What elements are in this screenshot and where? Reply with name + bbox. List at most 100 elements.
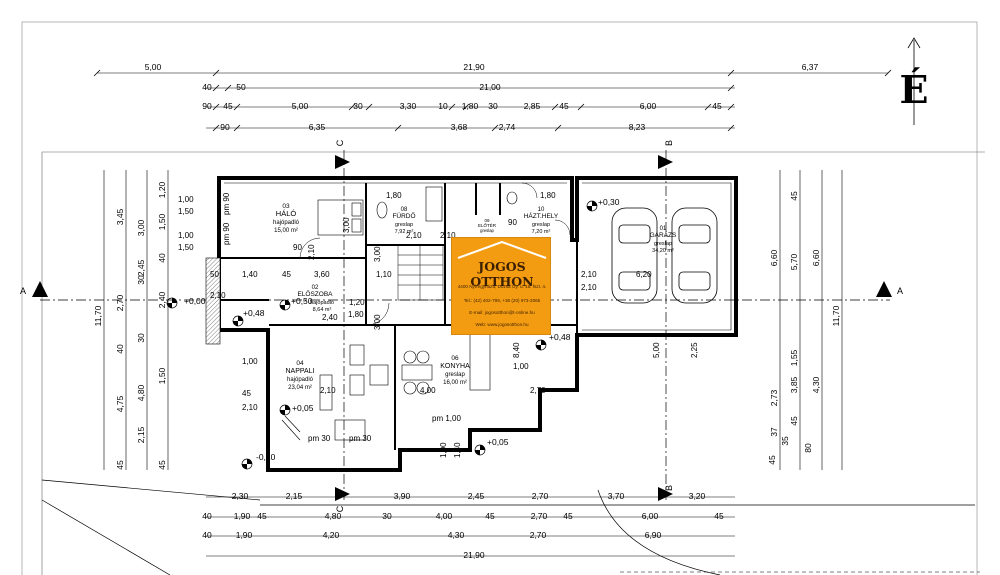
svg-text:02: 02 — [312, 285, 319, 291]
level-terrace: +0,48 — [232, 308, 265, 327]
svg-text:8,23: 8,23 — [629, 122, 646, 132]
svg-text:4,00: 4,00 — [436, 511, 453, 521]
furniture — [281, 329, 491, 441]
svg-text:35: 35 — [780, 436, 790, 446]
svg-text:2,10: 2,10 — [440, 231, 456, 240]
svg-text:1,90: 1,90 — [236, 530, 253, 540]
wc — [376, 201, 388, 219]
room-furdo: 08 FÜRDŐ greslap 7,92 m² — [392, 207, 415, 235]
left-dimensions: 11,70 3,45 2,70 4,75 45 3,00 2,45 4,80 2… — [93, 170, 169, 470]
section-arrow-b-top — [658, 155, 673, 169]
stamp-email: E-mail: jogosotthon@t-online.hu — [469, 310, 535, 315]
svg-text:50: 50 — [210, 270, 219, 279]
svg-text:45: 45 — [789, 191, 799, 201]
stamp-web: Web: www.jogosotthon.hu — [475, 322, 529, 327]
svg-text:hajópadló: hajópadló — [287, 377, 314, 383]
svg-text:3,00: 3,00 — [373, 314, 382, 330]
room-eloszoba: 02 ELŐSZOBA hajópadló 8,64 m² — [297, 285, 333, 313]
svg-text:3,70: 3,70 — [608, 491, 625, 501]
svg-text:40: 40 — [202, 511, 212, 521]
svg-text:B: B — [664, 485, 674, 491]
svg-text:6,37: 6,37 — [802, 62, 819, 72]
level-kitchen: +0,48 — [535, 332, 571, 351]
building — [205, 176, 738, 472]
svg-text:2,25: 2,25 — [690, 342, 699, 358]
svg-text:8,40: 8,40 — [512, 342, 521, 358]
level-living: +0,05 — [279, 403, 314, 416]
stamp-address: 4400 Nyíregyháza, Dózsa Gy. u. 16. fszt.… — [457, 284, 547, 289]
svg-text:3,45: 3,45 — [115, 208, 125, 225]
svg-text:5,00: 5,00 — [292, 101, 309, 111]
lot-boundary — [41, 151, 985, 575]
svg-text:40: 40 — [157, 253, 167, 263]
svg-text:10: 10 — [538, 207, 545, 213]
svg-text:11,70: 11,70 — [93, 305, 103, 326]
svg-text:03: 03 — [282, 203, 290, 210]
plot-border — [21, 21, 978, 575]
stamp-title: JOGOS OTTHON — [470, 259, 534, 289]
svg-text:ELŐSZOBA: ELŐSZOBA — [297, 289, 333, 298]
svg-text:45: 45 — [485, 511, 495, 521]
svg-text:GARÁZS: GARÁZS — [650, 230, 677, 239]
svg-text:3,30: 3,30 — [400, 101, 417, 111]
section-arrow-a-left — [32, 281, 48, 297]
svg-text:+0,00: +0,00 — [184, 296, 206, 306]
svg-text:HÁLÓ: HÁLÓ — [276, 209, 297, 218]
svg-text:45: 45 — [714, 511, 724, 521]
bathtub — [425, 186, 443, 222]
svg-text:A: A — [897, 286, 903, 296]
svg-text:11,70: 11,70 — [831, 305, 841, 326]
svg-text:8,64 m²: 8,64 m² — [313, 307, 332, 313]
svg-text:2,10: 2,10 — [320, 386, 336, 395]
svg-text:1,55: 1,55 — [789, 349, 799, 366]
svg-text:1,50: 1,50 — [178, 207, 194, 216]
stair — [397, 244, 444, 301]
bottom-dimensions: 2,30 2,15 3,90 2,45 2,70 3,70 3,20 40 1,… — [202, 491, 735, 560]
svg-text:1,50: 1,50 — [157, 213, 167, 230]
svg-text:4,80: 4,80 — [136, 384, 146, 401]
svg-text:+0,50: +0,50 — [291, 296, 313, 306]
svg-text:FÜRDŐ: FÜRDŐ — [392, 211, 415, 220]
svg-text:1,50: 1,50 — [178, 243, 194, 252]
section-arrow-c-bottom — [335, 487, 350, 501]
level-entry: +0,00 — [166, 296, 206, 309]
svg-text:40: 40 — [202, 530, 212, 540]
svg-text:30: 30 — [488, 101, 498, 111]
svg-text:5,70: 5,70 — [789, 253, 799, 270]
svg-text:2,70: 2,70 — [530, 530, 547, 540]
svg-text:ELŐTÉR: ELŐTÉR — [478, 222, 497, 228]
svg-text:45: 45 — [157, 460, 167, 470]
svg-text:4,20: 4,20 — [323, 530, 340, 540]
svg-text:34,20 m²: 34,20 m² — [652, 248, 674, 254]
svg-text:2,45: 2,45 — [468, 491, 485, 501]
svg-text:greslap: greslap — [654, 241, 672, 247]
svg-text:2,70: 2,70 — [115, 294, 125, 311]
inner-dimensions: 1,00 1,50 1,00 1,50 pm 90 pm 90 3,00 90 … — [178, 191, 699, 458]
svg-text:KONYHA: KONYHA — [440, 363, 470, 370]
room-nappali: 04 NAPPALI hajópadló 23,04 m² — [285, 360, 314, 391]
svg-text:45: 45 — [559, 101, 569, 111]
svg-text:1,40: 1,40 — [242, 270, 258, 279]
svg-text:30: 30 — [136, 275, 146, 285]
svg-text:16,00 m²: 16,00 m² — [443, 380, 467, 386]
svg-text:4,00: 4,00 — [420, 386, 436, 395]
svg-text:30: 30 — [353, 101, 363, 111]
svg-text:45: 45 — [282, 270, 291, 279]
svg-text:6,90: 6,90 — [645, 530, 662, 540]
svg-text:1,00: 1,00 — [178, 231, 194, 240]
svg-text:1,80: 1,80 — [540, 191, 556, 200]
svg-text:1,00: 1,00 — [178, 195, 194, 204]
svg-text:7,20 m²: 7,20 m² — [532, 229, 551, 235]
svg-text:2,10: 2,10 — [581, 283, 597, 292]
svg-text:3,00: 3,00 — [342, 217, 351, 233]
svg-text:90: 90 — [202, 101, 212, 111]
svg-text:4,80: 4,80 — [325, 511, 342, 521]
svg-text:40: 40 — [202, 82, 212, 92]
top-dimensions: 5,00 21,90 6,37 40 50 21,00 90 45 5,00 3… — [93, 62, 892, 132]
svg-text:2,85: 2,85 — [524, 101, 541, 111]
svg-text:45: 45 — [257, 511, 267, 521]
svg-text:45: 45 — [242, 389, 251, 398]
svg-text:NAPPALI: NAPPALI — [285, 368, 314, 375]
section-markers: A A C C B B — [20, 139, 903, 512]
svg-text:6,60: 6,60 — [769, 249, 779, 266]
